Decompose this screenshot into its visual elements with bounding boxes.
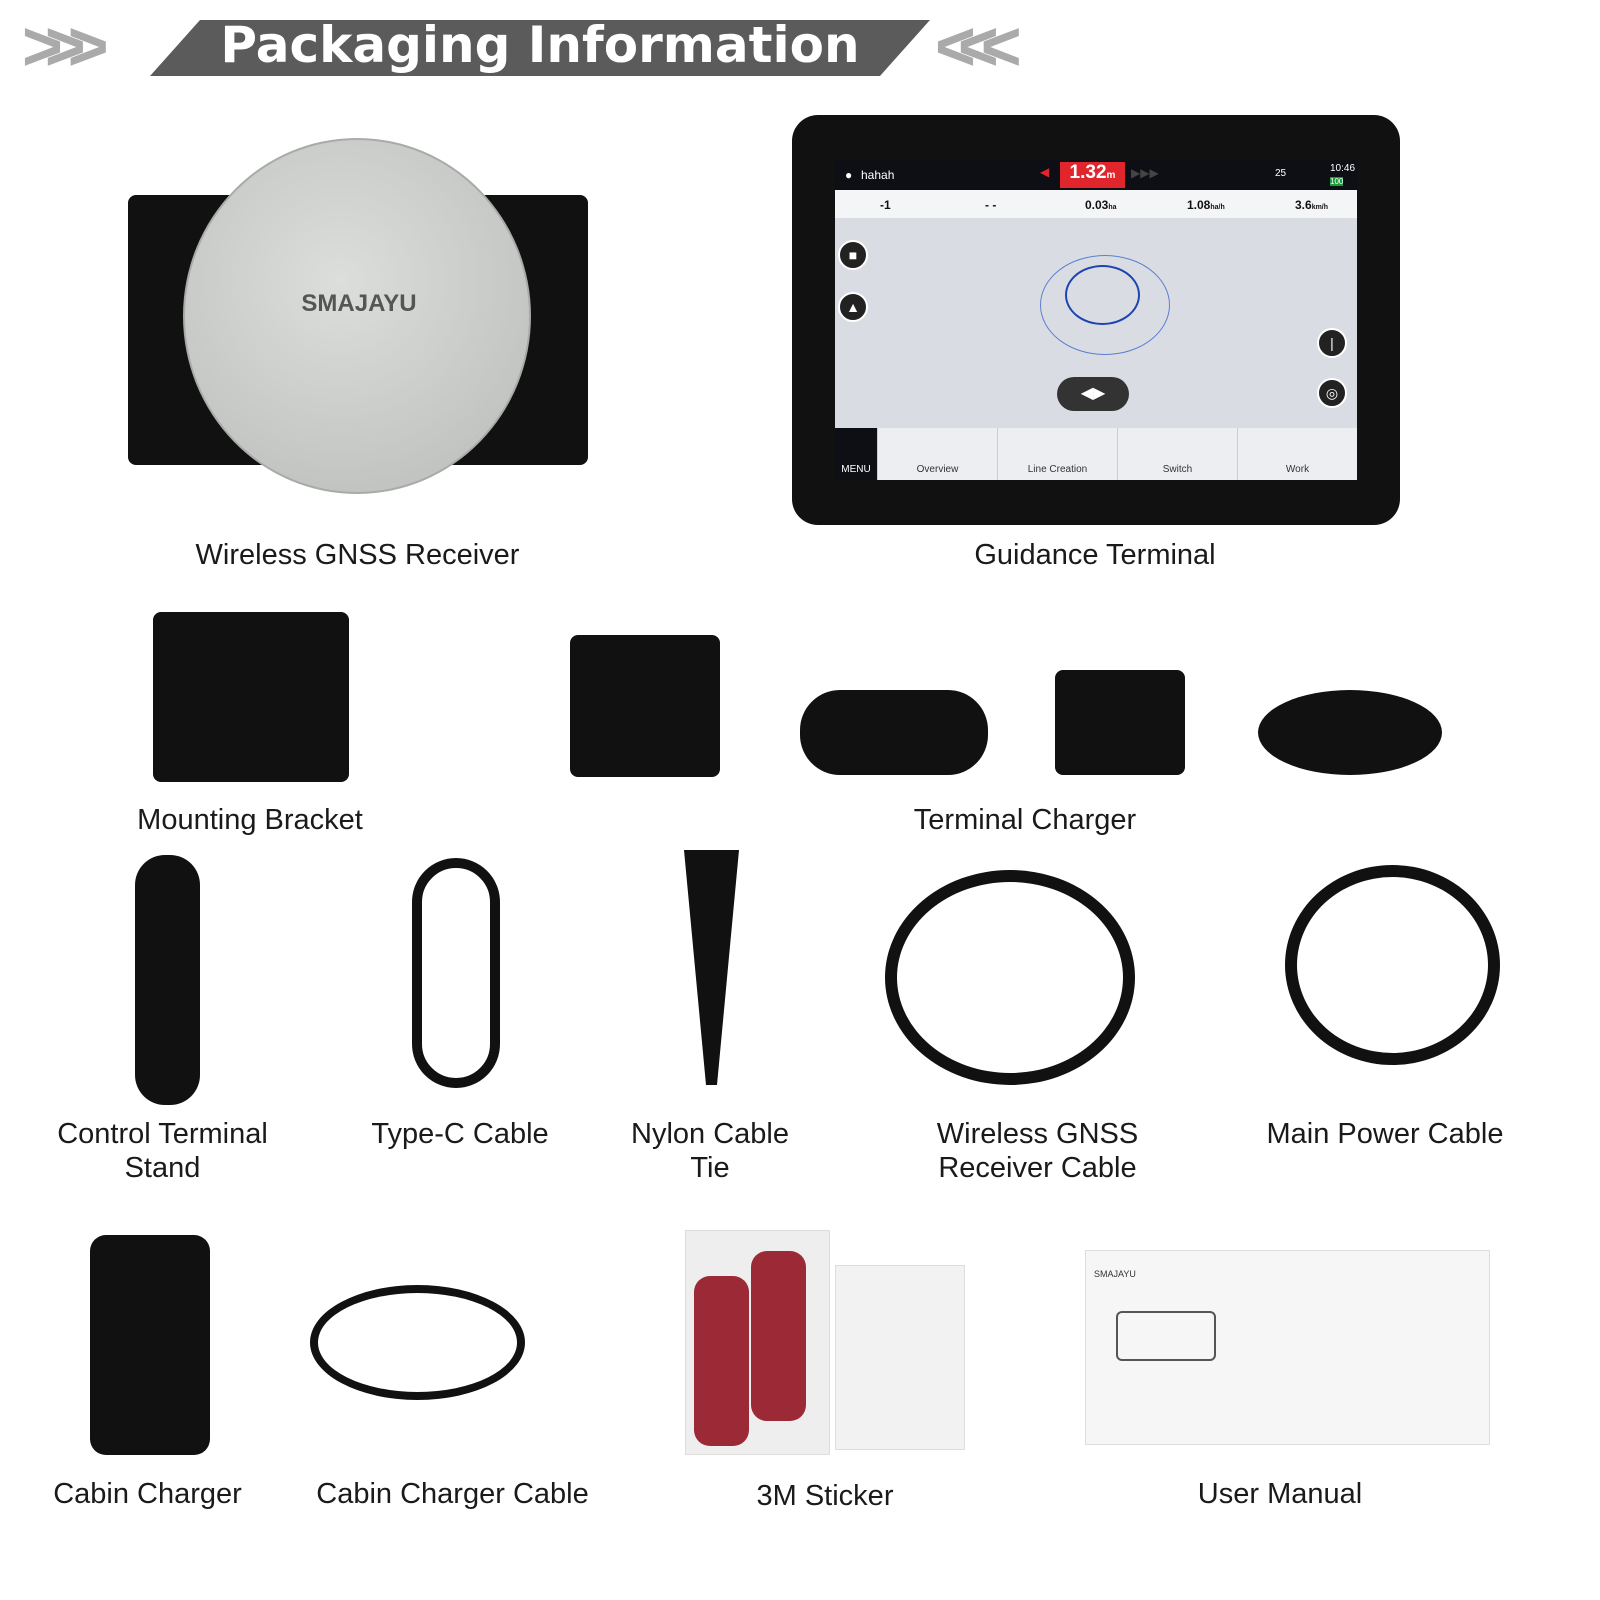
nav-menu[interactable]: MENU bbox=[835, 428, 877, 480]
arrow-left-icon: ◀ bbox=[1040, 165, 1050, 179]
cable-tie-image bbox=[684, 850, 739, 1085]
sats-count: 25 bbox=[1275, 168, 1287, 179]
guidance-rings bbox=[1040, 255, 1170, 355]
nav-work[interactable]: Work bbox=[1237, 428, 1357, 480]
nav-overview[interactable]: Overview bbox=[877, 428, 997, 480]
caption-mounting-bracket: Mounting Bracket bbox=[137, 804, 363, 836]
caption-main-power-cable: Main Power Cable bbox=[1266, 1118, 1504, 1150]
camera-button[interactable]: ■ bbox=[838, 240, 868, 270]
stat-speed: 3.6km/h bbox=[1295, 198, 1329, 212]
caption-nylon-cable-tie: Nylon Cable Tie bbox=[631, 1118, 789, 1184]
charger-adapter-image bbox=[570, 635, 720, 777]
chevrons-left-icon: >>> bbox=[22, 7, 109, 85]
status-bar: -1 - - 0.03ha 1.08ha/h 3.6km/h bbox=[835, 190, 1357, 218]
terminal-stand-image bbox=[135, 855, 200, 1105]
arrows-right-icon: ▶▶▶ bbox=[1131, 166, 1159, 180]
title-banner bbox=[150, 20, 930, 76]
receiver-cable-image bbox=[885, 870, 1135, 1085]
clock: 10:46 bbox=[1330, 163, 1356, 174]
typec-cable-image bbox=[412, 858, 500, 1088]
center-button[interactable]: ◎ bbox=[1317, 378, 1347, 408]
caption-cabin-charger: Cabin Charger bbox=[53, 1478, 242, 1510]
caption-receiver-cable: Wireless GNSS Receiver Cable bbox=[936, 1118, 1139, 1184]
us-plug-image bbox=[1258, 690, 1442, 775]
caption-typec-cable: Type-C Cable bbox=[371, 1118, 549, 1150]
caption-guidance-terminal: Guidance Terminal bbox=[974, 539, 1216, 571]
stat-line: -1 bbox=[880, 198, 891, 212]
user-manuals-image: SMAJAYU bbox=[1085, 1250, 1490, 1445]
caption-gnss-receiver: Wireless GNSS Receiver bbox=[195, 539, 520, 571]
gnss-receiver-image: SMAJAYU bbox=[183, 138, 531, 494]
nav-switch[interactable]: Switch bbox=[1117, 428, 1237, 480]
caption-terminal-charger: Terminal Charger bbox=[913, 804, 1137, 836]
task-name: hahah bbox=[861, 168, 895, 182]
cabin-charger-image bbox=[90, 1235, 210, 1455]
track-circle bbox=[1065, 265, 1140, 325]
screw-bag-image bbox=[835, 1265, 965, 1450]
location-icon: ● bbox=[845, 168, 853, 182]
power-cable-image bbox=[1285, 865, 1500, 1065]
shift-line-button[interactable]: ◀▶ bbox=[1057, 377, 1129, 411]
caption-user-manual: User Manual bbox=[1197, 1478, 1363, 1510]
mounting-bracket-image bbox=[153, 612, 349, 782]
nav-line-creation[interactable]: Line Creation bbox=[997, 428, 1117, 480]
sticker-bag-image bbox=[685, 1230, 830, 1455]
caption-3m-sticker: 3M Sticker bbox=[756, 1480, 894, 1512]
page-title: Packaging Information bbox=[220, 16, 860, 74]
uk-plug-image bbox=[800, 690, 988, 775]
navigation-button[interactable]: ▲ bbox=[838, 292, 868, 322]
caption-control-terminal-stand: Control Terminal Stand bbox=[57, 1118, 268, 1184]
cabin-charger-cable-image bbox=[310, 1285, 525, 1400]
bottom-nav: MENU Overview Line Creation Switch Work bbox=[835, 428, 1357, 480]
stat-area: 0.03ha bbox=[1085, 198, 1117, 212]
align-button[interactable]: | bbox=[1317, 328, 1347, 358]
battery: 100 bbox=[1330, 177, 1344, 186]
caption-cabin-charger-cable: Cabin Charger Cable bbox=[316, 1478, 589, 1510]
eu-plug-image bbox=[1055, 670, 1185, 775]
stat-block: - - bbox=[985, 198, 997, 212]
offset-value: 1.32m bbox=[1060, 162, 1125, 188]
terminal-screen: ● hahah ◀ 1.32m ▶▶▶ 25 10:46 100 -1 - - … bbox=[835, 160, 1357, 480]
stat-efficiency: 1.08ha/h bbox=[1187, 198, 1225, 212]
chevrons-right-icon: <<< bbox=[935, 7, 1022, 85]
